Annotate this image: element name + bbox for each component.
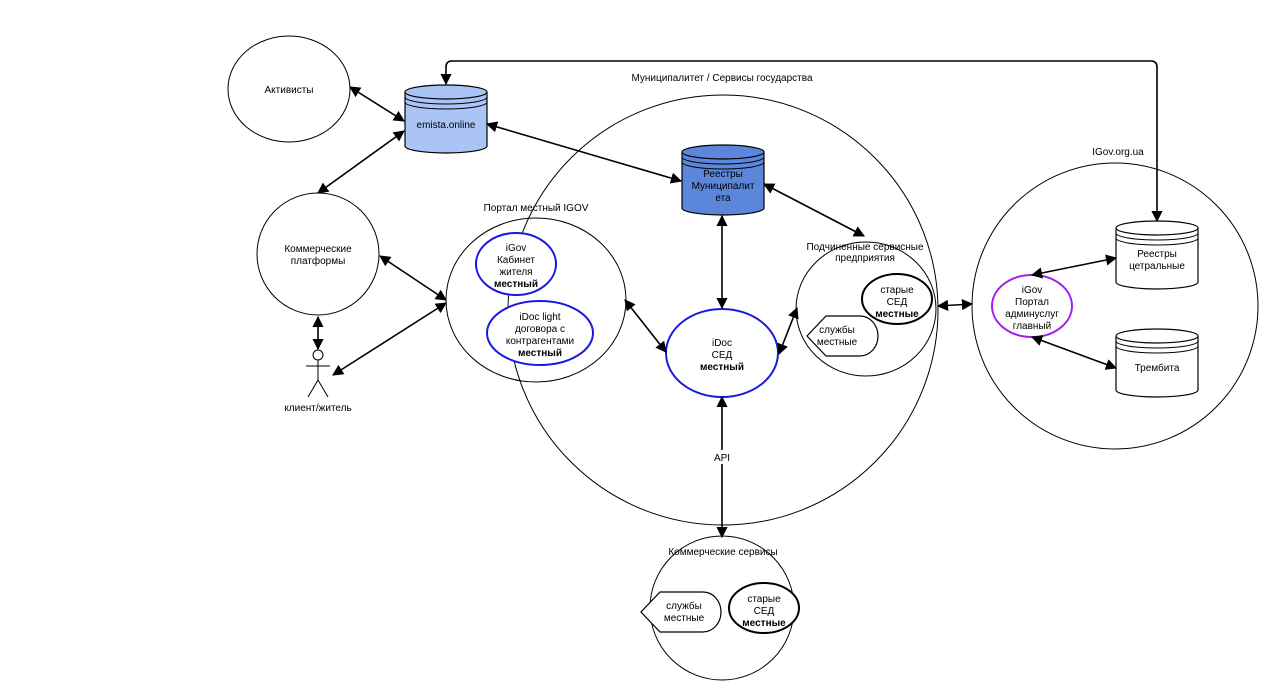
- registries-central-label-2: цетральные: [1129, 261, 1185, 272]
- comm-local-services-label-2: местные: [664, 613, 705, 624]
- igov-cabinet-label-bold: местный: [494, 279, 538, 290]
- igov-portal-main-label-4: главный: [1013, 321, 1051, 332]
- igov-cabinet-label-1: iGov: [506, 243, 527, 254]
- comm-local-services-node: [640, 591, 722, 633]
- registries-muni-database: Реестры Муниципалит ета: [681, 144, 765, 216]
- emista-label: emista.online: [417, 120, 476, 131]
- local-services-node: [806, 315, 879, 357]
- local-services-label-1: службы: [819, 324, 855, 336]
- edge-activists-emista: [349, 86, 405, 122]
- edge-registries-subordinate: [763, 183, 865, 237]
- registries-muni-label-1: Реестры: [703, 169, 743, 180]
- edge-igov-registries-central: [1030, 254, 1118, 279]
- edge-platforms-portal: [379, 255, 447, 301]
- comm-old-sed-label-bold: местные: [742, 618, 786, 629]
- igov-portal-main-label-1: iGov: [1022, 285, 1043, 296]
- activists-label: Активисты: [265, 85, 314, 96]
- portal-local-label: Портал местный IGOV: [484, 203, 589, 214]
- old-sed-label-bold: местные: [875, 309, 919, 320]
- trembita-label: Трембита: [1135, 362, 1180, 374]
- old-sed-label-1: старые: [880, 285, 914, 296]
- igov-org-label: IGov.org.ua: [1092, 147, 1144, 158]
- edge-emista-platforms: [317, 130, 405, 194]
- edge-portal-idoc: [624, 299, 667, 353]
- local-services-label-2: местные: [817, 337, 858, 348]
- old-sed-node: [861, 273, 933, 325]
- edge-igov-trembita: [1030, 335, 1118, 370]
- idoc-light-label-bold: местный: [518, 348, 562, 359]
- idoc-sed-label-1: iDoc: [712, 338, 732, 349]
- idoc-light-label-2: договора с: [515, 324, 565, 335]
- edge-citizen-portal: [332, 302, 447, 376]
- igov-cabinet-label-3: жителя: [499, 267, 532, 278]
- idoc-light-label-1: iDoc light: [519, 312, 560, 323]
- subordinate-label-1: Подчиненные сервисные: [806, 242, 924, 253]
- edge-idoc-subordinate: [777, 306, 799, 356]
- comm-old-sed-label-2: СЕД: [754, 606, 775, 617]
- comm-old-sed-node: [728, 582, 800, 634]
- idoc-sed-label-2: СЕД: [712, 350, 733, 361]
- igov-cabinet-label-2: Кабинет: [497, 254, 535, 266]
- idoc-light-label-3: контрагентами: [506, 336, 574, 347]
- commercial-services-label: Коммерческие сервисы: [668, 547, 777, 558]
- trembita-database: Трембита: [1115, 328, 1199, 398]
- edge-emista-registries: [485, 121, 683, 184]
- comm-old-sed-label-1: старые: [747, 594, 781, 605]
- registries-muni-label-2: Муниципалит: [692, 181, 755, 192]
- edge-emista-registries-central: [440, 60, 1163, 223]
- citizen-actor: [306, 349, 330, 398]
- commercial-platforms-label-2: платформы: [291, 255, 346, 267]
- api-label: API: [714, 453, 730, 464]
- registries-muni-label-3: ета: [715, 193, 731, 204]
- idoc-light-node: [486, 300, 594, 366]
- comm-local-services-label-1: службы: [666, 600, 702, 612]
- commercial-platforms-label-1: Коммерческие: [284, 244, 352, 255]
- municipality-label: Муниципалитет / Сервисы государства: [631, 73, 812, 84]
- edge-subordinate-igov: [936, 299, 974, 311]
- subordinate-label-2: предприятия: [835, 253, 895, 264]
- registries-central-database: Реестры цетральные: [1115, 220, 1199, 290]
- old-sed-label-2: СЕД: [887, 297, 908, 308]
- igov-portal-main-label-2: Портал: [1015, 297, 1049, 308]
- idoc-sed-label-bold: местный: [700, 362, 744, 373]
- igov-cabinet-node: [475, 232, 557, 296]
- emista-database: emista.online: [404, 84, 488, 154]
- igov-portal-main-label-3: админуслуг: [1005, 309, 1059, 320]
- registries-central-label-1: Реестры: [1137, 249, 1177, 260]
- citizen-label: клиент/житель: [284, 403, 351, 414]
